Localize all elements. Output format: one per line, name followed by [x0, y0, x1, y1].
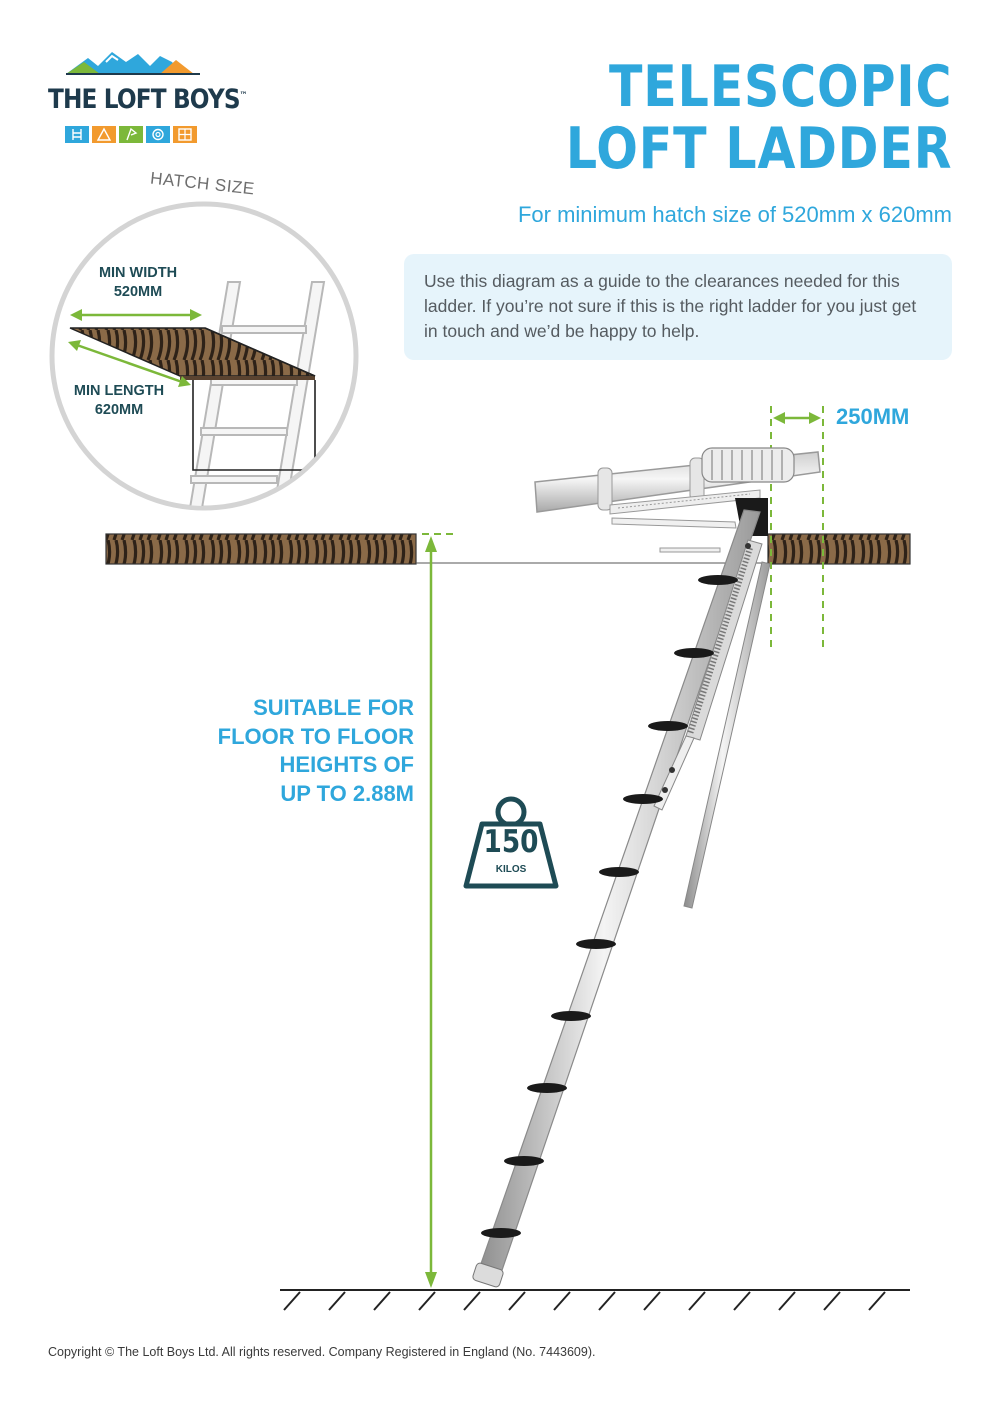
copyright-notice: Copyright © The Loft Boys Ltd. All right… — [48, 1345, 596, 1359]
height-line-4: UP TO 2.88M — [280, 780, 414, 806]
weight-unit: KILOS — [495, 864, 527, 875]
min-width-label: MIN WIDTH 520MM — [88, 264, 188, 302]
logo-icons — [65, 126, 197, 143]
height-line-1: SUITABLE FOR — [253, 695, 414, 720]
page-title: TELESCOPIC LOFT LADDER — [566, 56, 952, 180]
title-line-1: TELESCOPIC — [608, 54, 952, 120]
ladder-rungs — [481, 575, 738, 1238]
min-length-title: MIN LENGTH — [73, 383, 165, 399]
clearance-dimension — [770, 406, 824, 650]
loft-floor — [105, 533, 911, 565]
weight-icon — [463, 796, 559, 889]
page-subtitle: For minimum hatch size of 520mm x 620mm — [517, 202, 952, 227]
brand-name: THE LOFT BOYS — [48, 84, 241, 115]
height-line-2: FLOOR TO FLOOR — [217, 723, 414, 749]
hatch-lid — [534, 447, 821, 553]
min-length-value: 620MM — [94, 402, 144, 418]
ground — [280, 1289, 910, 1311]
min-width-title: MIN WIDTH — [98, 265, 178, 281]
min-width-value: 520MM — [113, 284, 163, 300]
logo-mountains — [66, 52, 200, 75]
support-rod — [683, 561, 771, 909]
height-suitability-label: SUITABLE FOR FLOOR TO FLOOR HEIGHTS OF U… — [180, 694, 414, 808]
clearance-label: 250MM — [836, 404, 910, 429]
title-line-2: LOFT LADDER — [565, 116, 952, 182]
info-box: Use this diagram as a guide to the clear… — [404, 254, 952, 360]
telescopic-ladder — [472, 509, 761, 1288]
brand-logo-text: THE LOFT BOYS™ — [48, 84, 247, 115]
height-line-3: HEIGHTS OF — [279, 752, 414, 777]
spring-strut — [653, 539, 763, 811]
weight-value: 150 — [483, 824, 539, 860]
trademark: ™ — [239, 91, 248, 101]
min-length-label: MIN LENGTH 620MM — [64, 382, 174, 420]
height-dimension — [422, 533, 456, 1288]
hatch-detail-circle — [49, 201, 359, 511]
